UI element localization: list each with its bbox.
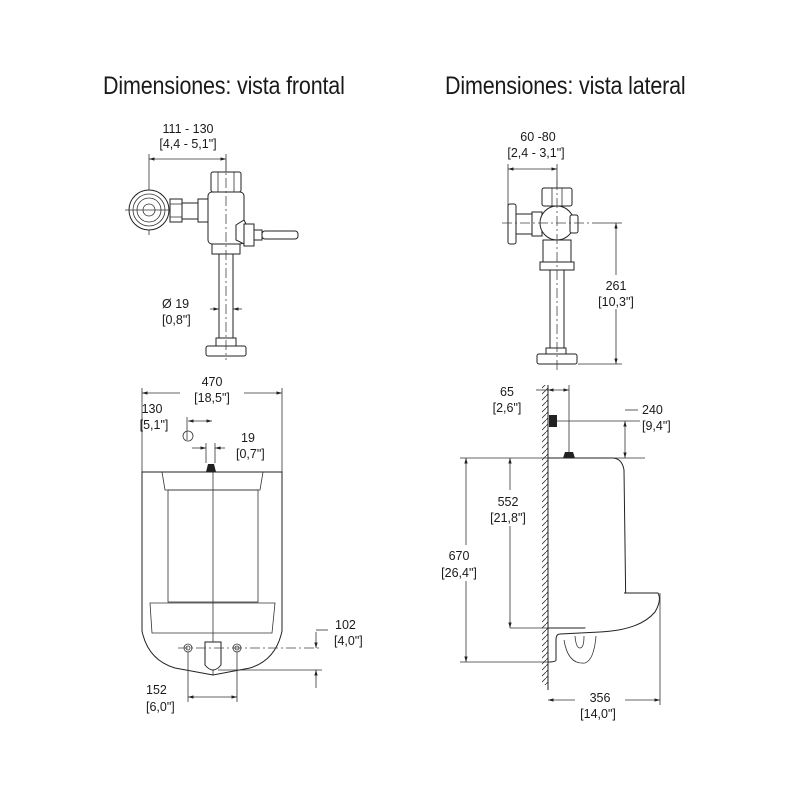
front-urinal: 470 [18,5"] 130 [5,1"] 19 [0,7"] <box>140 375 363 714</box>
rim-height-in: [21,8"] <box>490 511 526 525</box>
flush-handle <box>261 230 299 240</box>
valve-height-in: [10,3"] <box>598 295 634 309</box>
supply-stub <box>549 415 557 427</box>
projection-in: [14,0"] <box>580 707 616 721</box>
rim-height-mm: 552 <box>498 495 519 509</box>
outlet-height-in: [4,0"] <box>334 634 363 648</box>
valve-width-mm: 111 - 130 <box>163 122 214 136</box>
valve-depth-mm: 60 -80 <box>520 130 555 144</box>
spud-wall-distance-in: [2,6"] <box>493 401 522 415</box>
supply-height-mm: 240 <box>642 403 663 417</box>
spud-wall-distance-mm: 65 <box>500 385 514 399</box>
side-urinal: 65 [2,6"] 240 [9,4"] 552 [21,8"] 670 [26… <box>430 385 671 721</box>
bolt-spacing-mm: 152 <box>146 683 167 697</box>
spud-diameter-mm: 19 <box>241 431 255 445</box>
valve-height-mm: 261 <box>606 279 627 293</box>
outlet-height-mm: 102 <box>335 618 356 632</box>
valve-depth-in: [2,4 - 3,1"] <box>507 146 564 160</box>
spud-offset-in: [5,1"] <box>140 418 169 432</box>
spud-offset-mm: 130 <box>142 402 163 416</box>
spud-diameter-in: [0,7"] <box>236 447 265 461</box>
wall-hatch <box>542 385 548 685</box>
supply-hole <box>182 430 194 442</box>
total-height-mm: 670 <box>449 549 470 563</box>
urinal-body <box>141 471 283 676</box>
total-height-in: [26,4"] <box>441 566 477 580</box>
outlet <box>204 641 222 671</box>
stop-valve-flange <box>507 203 517 245</box>
side-view-title: Dimensiones: vista lateral <box>445 72 686 100</box>
side-flush-valve: 60 -80 [2,4 - 3,1"] 261 [10,3"] <box>502 130 642 372</box>
pipe-diameter-mm: Ø 19 <box>162 297 189 311</box>
supply-height-in: [9,4"] <box>642 419 671 433</box>
pipe-diameter-in: [0,8"] <box>162 313 191 327</box>
projection-mm: 356 <box>590 691 611 705</box>
urinal-width-mm: 470 <box>202 375 223 389</box>
front-view-title: Dimensiones: vista frontal <box>103 72 345 100</box>
urinal-width-in: [18,5"] <box>194 391 230 405</box>
bolt-spacing-in: [6,0"] <box>146 700 175 714</box>
front-flush-valve: 111 - 130 [4,4 - 5,1"] <box>125 122 299 360</box>
valve-width-in: [4,4 - 5,1"] <box>159 137 216 151</box>
